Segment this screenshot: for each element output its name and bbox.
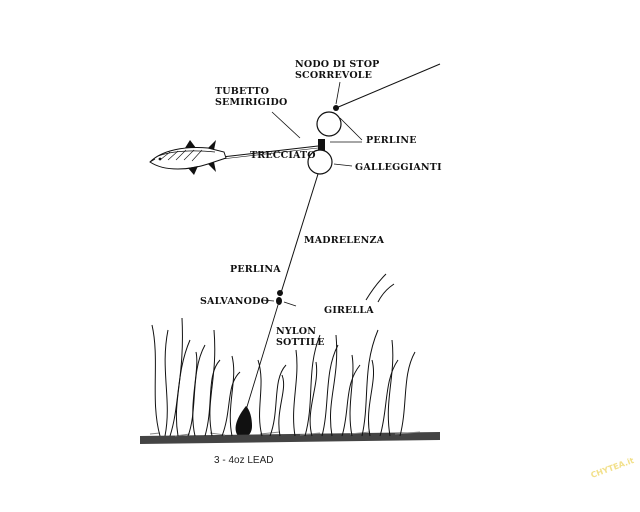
label-thin-nylon-line1: NYLON [276,326,316,337]
stop-knot [333,105,339,111]
pointer-floats [333,163,353,167]
braid-line [221,145,319,158]
sea-bottom [140,432,440,444]
main-line-upper [335,63,441,109]
label-tube-line1: TUBETTO [215,86,269,97]
pointer-swivel [283,301,297,307]
label-stop-knot-line2: SCORREVOLE [295,70,372,81]
beads [318,139,325,151]
label-bead: PERLINA [230,264,281,275]
label-lead: 3 - 4oz LEAD [214,455,273,466]
chytea-logo: CHYTEA.it [590,456,636,480]
label-stop-knot-line1: NODO DI STOP [295,59,380,70]
pointer-tube [271,111,301,139]
label-knot-saver: SALVANODO [200,296,269,307]
knot-saver [276,297,282,305]
seaweed [151,273,416,437]
label-floats: GALLEGGIANTI [355,162,442,173]
upper-float [316,111,342,137]
label-thin-nylon-line2: SOTTILE [276,337,325,348]
pointer-beads-1 [339,117,363,141]
label-tube-line2: SEMIRIGIDO [215,97,287,108]
bead [277,290,283,296]
lead-weight [235,406,252,438]
label-braid: TRECCIATO [250,150,316,161]
braid-line-2 [221,147,319,160]
thin-nylon-line [245,304,279,411]
label-mainline: MADRELENZA [304,235,385,246]
mainline [279,173,319,297]
label-swivel: GIRELLA [324,305,374,316]
pointer-stop-knot [335,81,341,105]
bait-fish [149,140,227,175]
svg-text:CHYTEA.it: CHYTEA.it [590,456,636,480]
pointer-knot-saver [261,299,275,302]
lower-float [307,149,333,175]
label-beads: PERLINE [366,135,417,146]
